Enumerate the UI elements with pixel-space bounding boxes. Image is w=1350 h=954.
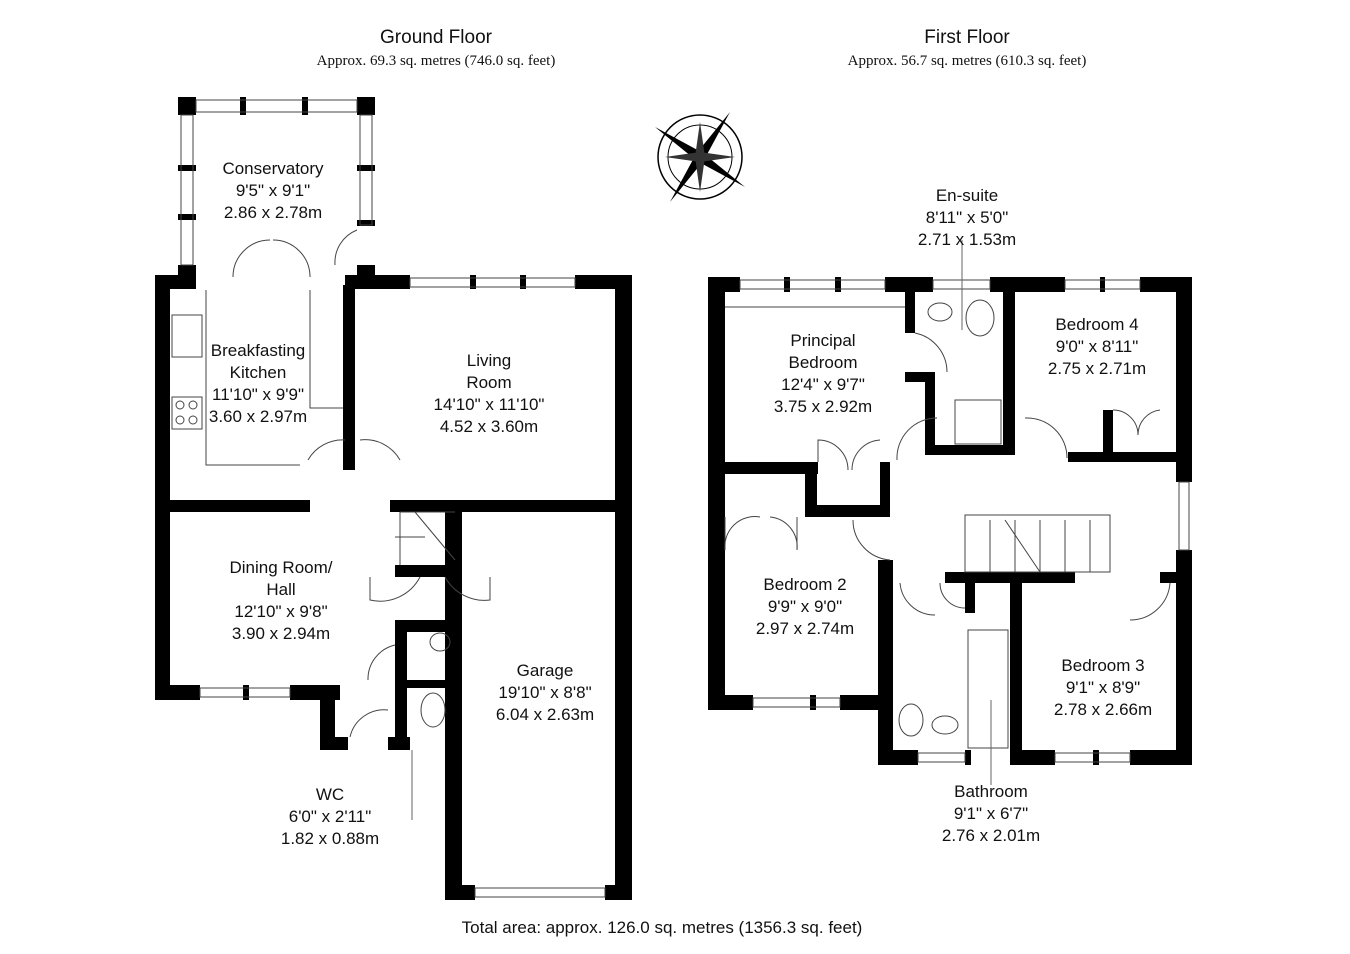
- room-imperial: 9'9" x 9'0": [767, 597, 843, 616]
- total-area: Total area: approx. 126.0 sq. metres (13…: [461, 918, 863, 937]
- room-imperial: 9'1" x 6'7": [953, 804, 1029, 823]
- room-imperial: 12'10" x 9'8": [234, 602, 328, 621]
- room-name: Garage: [516, 661, 574, 680]
- room-imperial: 8'11" x 5'0": [925, 208, 1009, 227]
- ground-floor-fixtures: [171, 99, 606, 898]
- room-name: Bedroom: [788, 353, 858, 372]
- room-metric: 2.75 x 2.71m: [1047, 359, 1147, 378]
- room-label-ensuite: En-suite 8'11" x 5'0" 2.71 x 1.53m: [918, 185, 1016, 251]
- ground-floor-walls: [155, 97, 632, 900]
- room-name: Room: [466, 373, 512, 392]
- compass-rose-icon: [655, 112, 745, 202]
- room-metric: 2.71 x 1.53m: [917, 230, 1017, 249]
- room-name: Bedroom 2: [763, 575, 847, 594]
- room-name: Bedroom 3: [1061, 656, 1145, 675]
- ground-floor-title: Ground Floor: [380, 27, 492, 48]
- room-name: Bedroom 4: [1055, 315, 1139, 334]
- room-label-living: Living Room 14'10" x 11'10" 4.52 x 3.60m: [434, 350, 545, 438]
- room-imperial: 12'4" x 9'7": [781, 375, 865, 394]
- room-metric: 2.78 x 2.66m: [1053, 700, 1153, 719]
- ground-floor-area: Approx. 69.3 sq. metres (746.0 sq. feet): [316, 53, 556, 69]
- room-label-conservatory: Conservatory 9'5" x 9'1" 2.86 x 2.78m: [222, 158, 323, 224]
- room-imperial: 19'10" x 8'8": [498, 683, 592, 702]
- room-label-bedroom-3: Bedroom 3 9'1" x 8'9" 2.78 x 2.66m: [1054, 655, 1152, 721]
- room-name: WC: [315, 785, 345, 804]
- room-metric: 1.82 x 0.88m: [280, 829, 380, 848]
- room-imperial: 11'10" x 9'9": [212, 385, 304, 404]
- room-metric: 3.75 x 2.92m: [773, 397, 873, 416]
- room-imperial: 9'5" x 9'1": [235, 181, 311, 200]
- room-label-wc: WC 6'0" x 2'11" 1.82 x 0.88m: [281, 784, 379, 850]
- room-metric: 3.90 x 2.94m: [231, 624, 331, 643]
- room-imperial: 9'0" x 8'11": [1055, 337, 1139, 356]
- room-name: Bathroom: [954, 782, 1028, 801]
- room-name: Kitchen: [229, 363, 287, 382]
- room-name: Living: [466, 351, 512, 370]
- room-metric: 6.04 x 2.63m: [495, 705, 595, 724]
- room-imperial: 14'10" x 11'10": [433, 395, 545, 414]
- room-name: Conservatory: [222, 159, 324, 178]
- room-name: Hall: [266, 580, 296, 599]
- room-name: Dining Room/: [229, 558, 333, 577]
- room-metric: 2.76 x 2.01m: [941, 826, 1041, 845]
- room-label-bedroom-4: Bedroom 4 9'0" x 8'11" 2.75 x 2.71m: [1048, 314, 1146, 380]
- room-label-dining: Dining Room/ Hall 12'10" x 9'8" 3.90 x 2…: [230, 557, 333, 645]
- room-imperial: 6'0" x 2'11": [288, 807, 372, 826]
- room-imperial: 9'1" x 8'9": [1065, 678, 1141, 697]
- room-name: Breakfasting: [210, 341, 306, 360]
- room-name: Principal: [790, 331, 856, 350]
- room-label-kitchen: Breakfasting Kitchen 11'10" x 9'9" 3.60 …: [209, 340, 307, 428]
- first-floor-fixtures: [724, 240, 1190, 785]
- room-label-bathroom: Bathroom 9'1" x 6'7" 2.76 x 2.01m: [942, 781, 1040, 847]
- first-floor-title: First Floor: [924, 27, 1010, 48]
- room-metric: 3.60 x 2.97m: [208, 407, 308, 426]
- room-label-garage: Garage 19'10" x 8'8" 6.04 x 2.63m: [496, 660, 594, 726]
- first-floor-walls: [708, 277, 1192, 765]
- room-name: En-suite: [935, 186, 999, 205]
- room-label-principal-bedroom: Principal Bedroom 12'4" x 9'7" 3.75 x 2.…: [774, 330, 872, 418]
- room-metric: 4.52 x 3.60m: [439, 417, 539, 436]
- first-floor-area: Approx. 56.7 sq. metres (610.3 sq. feet): [847, 53, 1087, 69]
- room-metric: 2.97 x 2.74m: [755, 619, 855, 638]
- room-metric: 2.86 x 2.78m: [223, 203, 323, 222]
- room-label-bedroom-2: Bedroom 2 9'9" x 9'0" 2.97 x 2.74m: [756, 574, 854, 640]
